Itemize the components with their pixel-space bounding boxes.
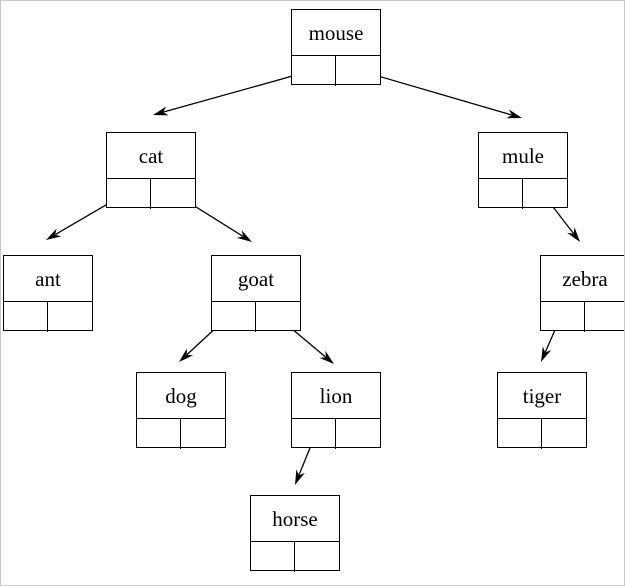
left-pointer-cell-horse (251, 542, 295, 572)
right-pointer-cell-horse (295, 542, 339, 572)
node-label-mouse: mouse (292, 10, 380, 56)
left-pointer-cell-tiger (498, 419, 542, 449)
right-pointer-cell-ant (48, 302, 92, 332)
node-pointers-zebra (541, 302, 624, 332)
node-label-ant: ant (4, 256, 92, 302)
node-label-dog: dog (137, 373, 225, 419)
left-pointer-cell-mule (479, 179, 523, 209)
node-label-tiger: tiger (498, 373, 586, 419)
node-label-horse: horse (251, 496, 339, 542)
left-pointer-cell-cat (107, 179, 151, 209)
left-pointer-cell-goat (212, 302, 256, 332)
right-pointer-cell-lion (336, 419, 380, 449)
node-pointers-cat (107, 179, 195, 209)
left-pointer-cell-mouse (292, 56, 336, 86)
tree-node-horse: horse (250, 495, 340, 572)
node-label-goat: goat (212, 256, 300, 302)
node-pointers-horse (251, 542, 339, 572)
node-pointers-dog (137, 419, 225, 449)
node-label-cat: cat (107, 133, 195, 179)
left-pointer-cell-lion (292, 419, 336, 449)
tree-node-cat: cat (106, 132, 196, 209)
left-pointer-cell-dog (137, 419, 181, 449)
edge-mouse-left-to-cat (153, 69, 315, 116)
right-pointer-cell-mule (523, 179, 567, 209)
right-pointer-cell-goat (256, 302, 300, 332)
tree-node-mouse: mouse (291, 9, 381, 86)
left-pointer-cell-ant (4, 302, 48, 332)
node-label-zebra: zebra (541, 256, 624, 302)
right-pointer-cell-cat (151, 179, 195, 209)
right-pointer-cell-mouse (336, 56, 380, 86)
node-label-mule: mule (479, 133, 567, 179)
tree-node-tiger: tiger (497, 372, 587, 449)
right-pointer-cell-tiger (542, 419, 586, 449)
node-pointers-ant (4, 302, 92, 332)
tree-node-mule: mule (478, 132, 568, 209)
tree-node-lion: lion (291, 372, 381, 449)
right-pointer-cell-dog (181, 419, 225, 449)
node-pointers-goat (212, 302, 300, 332)
left-pointer-cell-zebra (541, 302, 585, 332)
node-pointers-mule (479, 179, 567, 209)
tree-node-goat: goat (211, 255, 301, 332)
node-label-lion: lion (292, 373, 380, 419)
node-pointers-mouse (292, 56, 380, 86)
right-pointer-cell-zebra (585, 302, 624, 332)
node-pointers-lion (292, 419, 380, 449)
tree-node-ant: ant (3, 255, 93, 332)
tree-node-zebra: zebra (540, 255, 624, 332)
tree-node-dog: dog (136, 372, 226, 449)
node-pointers-tiger (498, 419, 586, 449)
